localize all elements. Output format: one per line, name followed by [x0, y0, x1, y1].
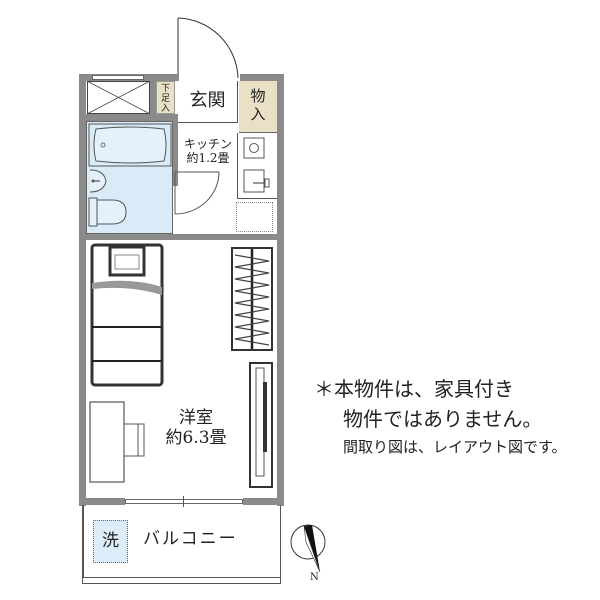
balcony: 洗 バルコニー [82, 505, 281, 584]
closet-x-box [87, 81, 150, 114]
interior-wall-bath-right [173, 114, 178, 186]
kitchen-sink-icon [243, 169, 270, 193]
shoe-box-label-3: 入 [160, 104, 170, 114]
bathtub-icon [88, 123, 172, 167]
desk-icon [89, 401, 145, 483]
shoe-box-label-1: 下 [160, 84, 170, 94]
storage-label-2: 入 [250, 105, 266, 123]
laundry-label: 洗 [102, 531, 119, 551]
toilet-icon [88, 197, 127, 227]
outer-wall-bottom-right [243, 498, 284, 505]
storage-label-1: 物 [250, 87, 266, 105]
bath-door-swing [174, 171, 220, 215]
laundry-space: 洗 [93, 520, 128, 563]
note-line-1: ＊本物件は、家具付き [314, 377, 514, 401]
western-room: 洋室 約6.3畳 [86, 240, 277, 498]
outer-wall-bottom-left [79, 498, 125, 505]
tv-stand-icon [249, 362, 273, 488]
shoe-box: 下 足 入 [156, 81, 175, 114]
entrance-label: 玄関 [189, 90, 226, 111]
western-room-label-1: 洋室 [179, 408, 213, 428]
bed-icon [90, 243, 164, 387]
kitchen-label-1: キッチン [183, 137, 232, 151]
balcony-rail-left [83, 505, 84, 577]
note-line-3: 間取り図は、レイアウト図です。 [343, 438, 567, 456]
storage: 物 入 [239, 81, 277, 133]
window-top [92, 75, 144, 80]
compass-north-label: N [310, 572, 319, 583]
outer-wall-top-right [240, 74, 284, 81]
interior-wall-horizontal [79, 234, 284, 240]
note-line-2: 物件ではありません。 [343, 407, 543, 431]
balcony-window-divider [183, 496, 184, 507]
fridge-space [236, 202, 273, 232]
entrance: 玄関 [178, 81, 238, 123]
shoe-box-label-2: 足 [160, 94, 170, 104]
sink-icon [89, 169, 107, 193]
interior-wall-closet [86, 114, 177, 121]
balcony-label: バルコニー [143, 529, 238, 549]
closet-divider [150, 81, 156, 114]
kitchen: キッチン 約1.2畳 [178, 123, 238, 234]
outer-wall-right [277, 74, 284, 506]
outer-wall-left [79, 74, 86, 506]
compass-icon [290, 524, 326, 573]
wardrobe-icon [231, 247, 273, 351]
balcony-window [125, 499, 243, 504]
balcony-floor-line [83, 577, 280, 578]
entrance-door-swing [177, 17, 239, 80]
stove-icon [243, 137, 265, 159]
kitchen-label-2: 約1.2畳 [186, 151, 230, 165]
western-room-label-2: 約6.3畳 [165, 428, 227, 448]
